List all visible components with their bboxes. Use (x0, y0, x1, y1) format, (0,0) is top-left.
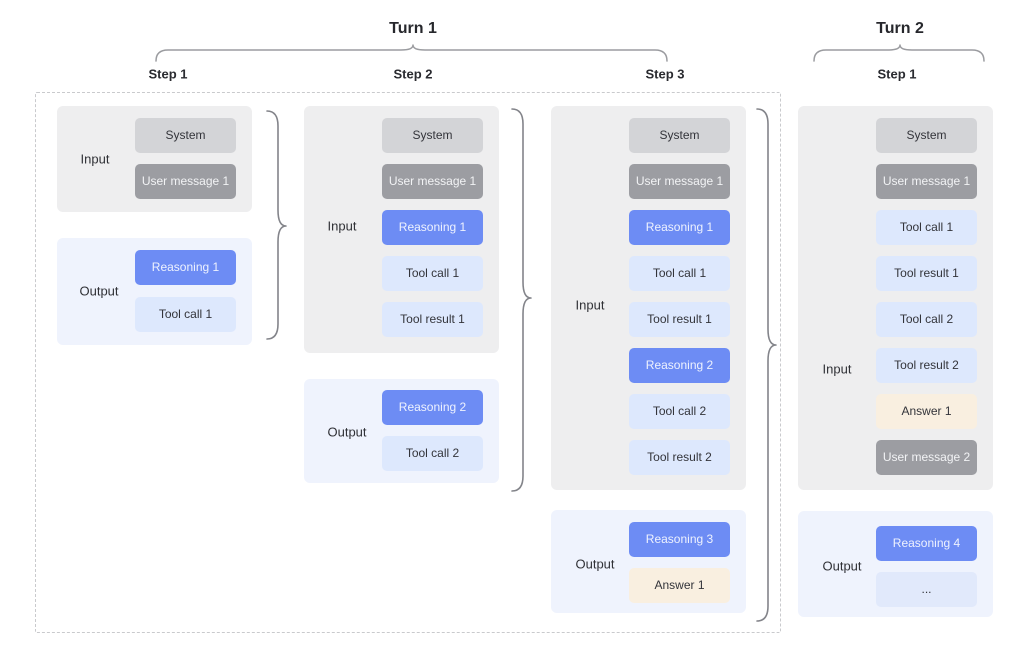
turn2-span-brace (813, 44, 985, 62)
output-label: Output (79, 283, 119, 299)
chip-tool-result-1: Tool result 1 (382, 302, 483, 337)
chip-user-message-1: User message 1 (382, 164, 483, 199)
input-label: Input (575, 297, 605, 313)
chip-system: System (629, 118, 730, 153)
chip-tool-call-2: Tool call 2 (876, 302, 977, 337)
chip-reasoning-1: Reasoning 1 (629, 210, 730, 245)
turn1-step3-label: Step 3 (645, 66, 685, 82)
chip-reasoning-2: Reasoning 2 (629, 348, 730, 383)
turn1-step1-label: Step 1 (148, 66, 188, 82)
chip-user-message-1: User message 1 (629, 164, 730, 199)
turn2-title: Turn 2 (876, 20, 924, 37)
chip-answer-1: Answer 1 (629, 568, 730, 603)
chip-user-message-1: User message 1 (135, 164, 236, 199)
step1-to-step2-brace (266, 110, 287, 340)
chip-tool-result-2: Tool result 2 (629, 440, 730, 475)
chip-ellipsis: ... (876, 572, 977, 607)
chip-answer-1: Answer 1 (876, 394, 977, 429)
input-label: Input (327, 218, 357, 234)
chip-reasoning-4: Reasoning 4 (876, 526, 977, 561)
chip-system: System (876, 118, 977, 153)
chip-tool-result-2: Tool result 2 (876, 348, 977, 383)
chip-tool-result-1: Tool result 1 (629, 302, 730, 337)
chip-tool-result-1: Tool result 1 (876, 256, 977, 291)
turn1-title: Turn 1 (389, 20, 437, 37)
chip-tool-call-1: Tool call 1 (135, 297, 236, 332)
chip-system: System (135, 118, 236, 153)
input-label: Input (822, 361, 852, 377)
chip-tool-call-1: Tool call 1 (876, 210, 977, 245)
chip-tool-call-2: Tool call 2 (382, 436, 483, 471)
chip-reasoning-1: Reasoning 1 (382, 210, 483, 245)
turn1-step2-label: Step 2 (393, 66, 433, 82)
chip-system: System (382, 118, 483, 153)
chip-tool-call-1: Tool call 1 (382, 256, 483, 291)
chip-tool-call-1: Tool call 1 (629, 256, 730, 291)
turn1-boundary-box (35, 92, 781, 633)
input-label: Input (80, 151, 110, 167)
chip-reasoning-2: Reasoning 2 (382, 390, 483, 425)
output-label: Output (327, 424, 367, 440)
output-label: Output (575, 556, 615, 572)
output-label: Output (822, 558, 862, 574)
turn2-step1-label: Step 1 (877, 66, 917, 82)
turn1-span-brace (155, 44, 668, 62)
chip-user-message-2: User message 2 (876, 440, 977, 475)
chip-tool-call-2: Tool call 2 (629, 394, 730, 429)
chip-user-message-1: User message 1 (876, 164, 977, 199)
chip-reasoning-1: Reasoning 1 (135, 250, 236, 285)
turn1-to-turn2-brace (756, 108, 777, 622)
step2-to-step3-brace (511, 108, 532, 492)
chip-reasoning-3: Reasoning 3 (629, 522, 730, 557)
